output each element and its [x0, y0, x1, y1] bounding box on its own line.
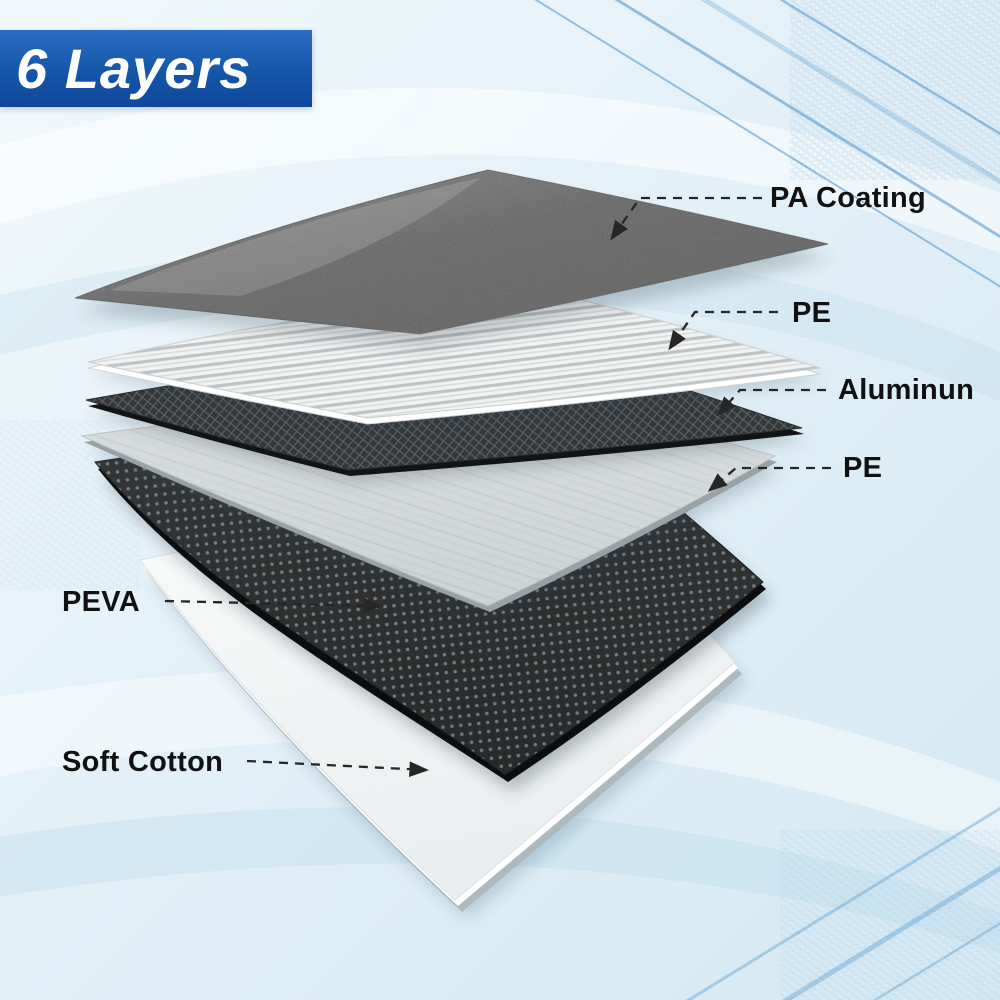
- diagonal-stripes-bottom-right: [685, 806, 1000, 1000]
- leader-line-aluminum: [717, 388, 826, 417]
- leader-line-peva: [164, 597, 383, 614]
- layer-label-soft-cotton: Soft Cotton: [62, 746, 224, 778]
- leader-line-pa-coating: [610, 196, 762, 241]
- weave-texture-top-right: [790, 0, 1000, 180]
- layer-label-pa-coating: PA Coating: [770, 182, 927, 214]
- title-banner: 6 Layers: [0, 30, 312, 107]
- page-title: 6 Layers: [16, 37, 252, 100]
- sheet-pa-coating: [74, 169, 832, 348]
- sheet-pe-top: [87, 289, 824, 430]
- layer-label-aluminum: Aluminun: [838, 374, 975, 406]
- layer-label-peva: PEVA: [62, 586, 141, 618]
- diagonal-stripes-top-right: [534, 0, 1000, 288]
- leader-line-pe-top: [668, 310, 778, 351]
- leader-line-pe-bottom: [707, 466, 831, 492]
- leader-lines: [164, 196, 831, 777]
- weave-texture-bottom-right: [780, 830, 1000, 1000]
- layer-label-pe-top: PE: [792, 297, 832, 329]
- leader-line-soft-cotton: [246, 759, 429, 777]
- layer-label-pe-bottom: PE: [843, 452, 883, 484]
